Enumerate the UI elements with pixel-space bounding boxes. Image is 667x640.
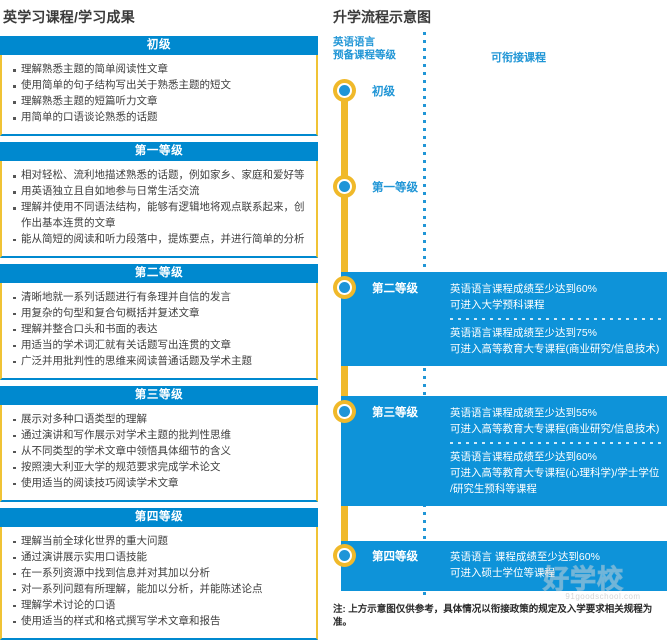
- level-body-0: 理解熟悉主题的简单阅读性文章 使用简单的句子结构写出关于熟悉主题的短文 理解熟悉…: [0, 55, 318, 136]
- requirement-line: /研究生预科等课程: [450, 483, 537, 495]
- list-item: 用简单的口语谈论熟悉的话题: [12, 110, 310, 126]
- footnote: 注: 上方示意图仅供参考，具体情况以衔接政策的规定及入学要求相关规程为准。: [333, 604, 653, 628]
- list-item: 理解并整合口头和书面的表达: [12, 322, 310, 338]
- timeline-node-3: [333, 400, 356, 423]
- level-block-0: 初级 理解熟悉主题的简单阅读性文章 使用简单的句子结构写出关于熟悉主题的短文 理…: [0, 36, 318, 136]
- list-item: 理解熟悉主题的简单阅读性文章: [12, 62, 310, 78]
- node-dot-icon: [339, 282, 350, 293]
- requirement-group: 英语语言 课程成绩至少达到60% 可进入硕士学位等课程: [450, 549, 661, 581]
- column-header-levels: 英语语言 预备课程等级: [333, 36, 396, 62]
- timeline-node-0: [333, 79, 356, 102]
- outcome-list-2: 清晰地就一系列话题进行有条理并自信的发言 用复杂的句型和复合句概括并复述文章 理…: [12, 290, 310, 370]
- requirement-group: 英语语言课程成绩至少达到75% 可进入高等教育大专课程(商业研究/信息技术): [450, 325, 661, 357]
- pathway-box-2: 英语语言课程成绩至少达到60% 可进入大学预科课程 英语语言课程成绩至少达到75…: [341, 272, 667, 366]
- requirement-divider-icon: [450, 442, 662, 444]
- right-panel-title: 升学流程示意图: [333, 9, 431, 25]
- list-item: 相对轻松、流利地描述熟悉的话题，例如家乡、家庭和爱好等: [12, 168, 310, 184]
- level-header-0: 初级: [0, 36, 318, 55]
- requirement-line: 英语语言 课程成绩至少达到60%: [450, 551, 600, 563]
- list-item: 用适当的学术词汇就有关话题写出连贯的文章: [12, 338, 310, 354]
- level-block-1: 第一等级 相对轻松、流利地描述熟悉的话题，例如家乡、家庭和爱好等 用英语独立且自…: [0, 142, 318, 258]
- requirement-line: 可进入硕士学位等课程: [450, 567, 555, 579]
- pathway-box-3: 英语语言课程成绩至少达到55% 可进入高等教育大专课程(商业研究/信息技术) 英…: [341, 396, 667, 506]
- column-header-pathways: 可衔接课程: [491, 52, 546, 64]
- requirement-line: 可进入高等教育大专课程(商业研究/信息技术): [450, 343, 660, 355]
- stage-label-4: 第四等级: [372, 551, 418, 563]
- node-dot-icon: [339, 550, 350, 561]
- level-block-3: 第三等级 展示对多种口语类型的理解 通过演讲和写作展示对学术主题的批判性思维 从…: [0, 385, 318, 502]
- stage-label-2: 第二等级: [372, 283, 418, 295]
- pathway-box-4: 英语语言 课程成绩至少达到60% 可进入硕士学位等课程: [341, 541, 667, 591]
- level-body-3: 展示对多种口语类型的理解 通过演讲和写作展示对学术主题的批判性思维 从不同类型的…: [0, 404, 318, 502]
- requirement-divider-icon: [450, 318, 662, 320]
- requirement-line: 英语语言课程成绩至少达到60%: [450, 451, 598, 463]
- requirement-line: 英语语言课程成绩至少达到55%: [450, 407, 598, 419]
- pathway-diagram-panel: 升学流程示意图 英语语言 预备课程等级 可衔接课程 初级 第一等级 英语语言课程…: [330, 0, 667, 628]
- requirement-line: 可进入大学预科课程: [450, 299, 545, 311]
- list-item: 从不同类型的学术文章中领悟具体细节的含义: [12, 444, 310, 460]
- list-item: 对一系列问题有所理解，能加以分析，并能陈述论点: [12, 582, 310, 598]
- requirement-group: 英语语言课程成绩至少达到55% 可进入高等教育大专课程(商业研究/信息技术): [450, 405, 661, 437]
- node-dot-icon: [339, 85, 350, 96]
- requirement-line: 英语语言课程成绩至少达到75%: [450, 327, 598, 339]
- list-item: 使用简单的句子结构写出关于熟悉主题的短文: [12, 78, 310, 94]
- list-item: 用复杂的句型和复合句概括并复述文章: [12, 306, 310, 322]
- level-body-1: 相对轻松、流利地描述熟悉的话题，例如家乡、家庭和爱好等 用英语独立且自如地参与日…: [0, 161, 318, 258]
- timeline-node-2: [333, 276, 356, 299]
- node-dot-icon: [339, 181, 350, 192]
- list-item: 通过演讲和写作展示对学术主题的批判性思维: [12, 428, 310, 444]
- level-block-4: 第四等级 理解当前全球化世界的重大问题 通过演讲展示实用口语技能 在一系列资源中…: [0, 507, 318, 640]
- column-header-levels-line2: 预备课程等级: [333, 49, 396, 61]
- timeline-node-1: [333, 175, 356, 198]
- list-item: 在一系列资源中找到信息并对其加以分析: [12, 566, 310, 582]
- stage-label-3: 第三等级: [372, 407, 418, 419]
- level-block-2: 第二等级 清晰地就一系列话题进行有条理并自信的发言 用复杂的句型和复合句概括并复…: [0, 263, 318, 380]
- timeline: 初级 第一等级 英语语言课程成绩至少达到60% 可进入大学预科课程 英语语言课程…: [330, 0, 667, 623]
- requirement-line: 可进入高等教育大专课程(商业研究/信息技术): [450, 423, 660, 435]
- list-item: 理解学术讨论的口语: [12, 598, 310, 614]
- level-body-2: 清晰地就一系列话题进行有条理并自信的发言 用复杂的句型和复合句概括并复述文章 理…: [0, 282, 318, 380]
- requirement-group: 英语语言课程成绩至少达到60% 可进入大学预科课程: [450, 281, 661, 313]
- node-dot-icon: [339, 406, 350, 417]
- list-item: 能从简短的阅读和听力段落中，提炼要点，并进行简单的分析: [12, 232, 310, 248]
- outcome-list-1: 相对轻松、流利地描述熟悉的话题，例如家乡、家庭和爱好等 用英语独立且自如地参与日…: [12, 168, 310, 247]
- outcome-list-4: 理解当前全球化世界的重大问题 通过演讲展示实用口语技能 在一系列资源中找到信息并…: [12, 534, 310, 630]
- list-item: 理解并使用不同语法结构，能够有逻辑地将观点联系起来，创作出基本连贯的文章: [12, 200, 310, 231]
- list-item: 展示对多种口语类型的理解: [12, 412, 310, 428]
- list-item: 使用适当的阅读技巧阅读学术文章: [12, 476, 310, 492]
- list-item: 用英语独立且自如地参与日常生活交流: [12, 184, 310, 200]
- level-body-4: 理解当前全球化世界的重大问题 通过演讲展示实用口语技能 在一系列资源中找到信息并…: [0, 526, 318, 640]
- learning-outcomes-panel: 英学习课程/学习成果 初级 理解熟悉主题的简单阅读性文章 使用简单的句子结构写出…: [0, 0, 318, 640]
- list-item: 广泛并用批判性的思维来阅读普通话题及学术主题: [12, 354, 310, 370]
- list-item: 理解熟悉主题的短篇听力文章: [12, 94, 310, 110]
- level-header-3: 第三等级: [0, 385, 318, 405]
- pathway-content-3: 英语语言课程成绩至少达到55% 可进入高等教育大专课程(商业研究/信息技术) 英…: [450, 405, 662, 497]
- column-header-levels-line1: 英语语言: [333, 36, 375, 48]
- stage-label-0: 初级: [372, 86, 395, 98]
- list-item: 理解当前全球化世界的重大问题: [12, 534, 310, 550]
- level-header-1: 第一等级: [0, 142, 318, 161]
- level-header-4: 第四等级: [0, 507, 318, 527]
- outcome-list-0: 理解熟悉主题的简单阅读性文章 使用简单的句子结构写出关于熟悉主题的短文 理解熟悉…: [12, 62, 310, 126]
- outcome-list-3: 展示对多种口语类型的理解 通过演讲和写作展示对学术主题的批判性思维 从不同类型的…: [12, 412, 310, 492]
- pathway-content-2: 英语语言课程成绩至少达到60% 可进入大学预科课程 英语语言课程成绩至少达到75…: [450, 281, 662, 357]
- stage-label-1: 第一等级: [372, 182, 418, 194]
- requirement-line: 可进入高等教育大专课程(心理科学)/学士学位: [450, 467, 660, 479]
- level-header-2: 第二等级: [0, 263, 318, 283]
- list-item: 按照澳大利亚大学的规范要求完成学术论文: [12, 460, 310, 476]
- list-item: 使用适当的样式和格式撰写学术文章和报告: [12, 614, 310, 630]
- requirement-group: 英语语言课程成绩至少达到60% 可进入高等教育大专课程(心理科学)/学士学位 /…: [450, 449, 661, 497]
- pathway-content-4: 英语语言 课程成绩至少达到60% 可进入硕士学位等课程: [450, 549, 661, 581]
- requirement-line: 英语语言课程成绩至少达到60%: [450, 283, 598, 295]
- list-item: 通过演讲展示实用口语技能: [12, 550, 310, 566]
- list-item: 清晰地就一系列话题进行有条理并自信的发言: [12, 290, 310, 306]
- timeline-node-4: [333, 544, 356, 567]
- left-panel-title: 英学习课程/学习成果: [3, 9, 135, 25]
